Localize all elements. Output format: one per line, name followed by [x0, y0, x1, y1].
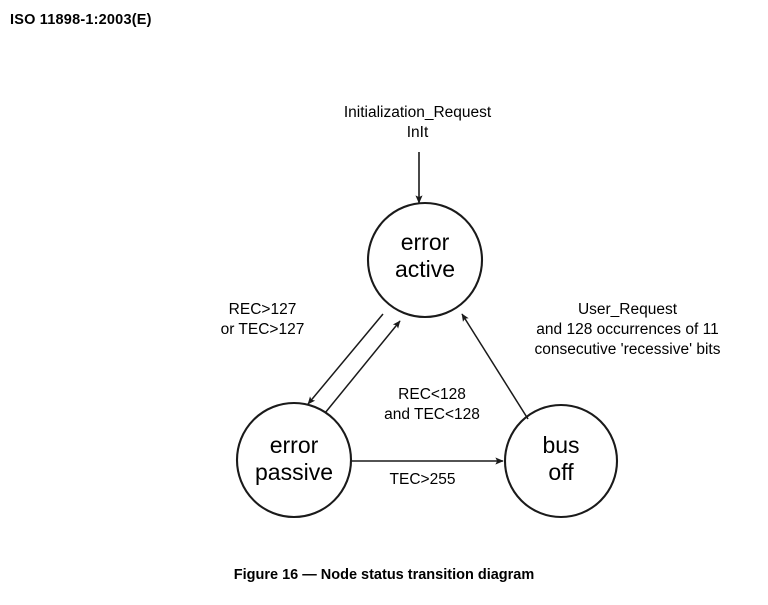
figure-caption: Figure 16 — Node status transition diagr… — [233, 567, 535, 583]
transition-label-passive-to-bus-off: TEC>255 — [355, 470, 490, 490]
transition-arrow-passive-to-active — [324, 320, 401, 414]
transition-label-passive-to-active-line2: and TEC<128 — [384, 405, 480, 423]
state-circle-bus-off — [503, 403, 619, 519]
transition-label-active-to-passive-line1: REC>127 — [228, 301, 297, 318]
transition-label-passive-to-bus-off-line1: TEC>255 — [389, 471, 456, 488]
transition-label-init: Initialization_Request InIt — [285, 103, 550, 143]
state-circle-error-passive — [235, 401, 353, 519]
transition-arrow-active-to-passive — [307, 313, 384, 405]
page-header-standard-reference: ISO 11898-1:2003(E) — [10, 12, 152, 28]
transition-label-bus-off-to-active-line3: consecutive 'recessive' bits — [534, 340, 721, 358]
state-label-bus-off-line2: off — [548, 459, 574, 486]
transition-label-bus-off-to-active-line2: and 128 occurrences of 11 — [536, 320, 719, 338]
transition-label-bus-off-to-active: User_Request and 128 occurrences of 11 c… — [495, 300, 760, 359]
state-label-error-passive-line2: passive — [255, 459, 333, 486]
state-label-error-active: error active — [368, 229, 482, 283]
transition-label-active-to-passive-line2: or TEC>127 — [220, 320, 305, 338]
state-label-error-active-line1: error — [400, 229, 450, 255]
state-label-error-passive-line1: error — [269, 432, 319, 458]
transition-arrow-bus-off-to-active — [461, 313, 529, 420]
state-label-error-active-line2: active — [394, 256, 456, 283]
state-label-bus-off-line1: bus — [542, 432, 580, 458]
transition-label-init-line1: Initialization_Request — [343, 104, 492, 121]
transition-label-active-to-passive: REC>127 or TEC>127 — [175, 300, 350, 340]
state-label-error-passive: error passive — [230, 432, 358, 486]
state-circle-error-active — [366, 201, 484, 319]
state-label-bus-off: bus off — [505, 432, 617, 486]
transition-label-passive-to-active-line1: REC<128 — [398, 386, 466, 403]
transition-label-bus-off-to-active-line1: User_Request — [577, 301, 678, 318]
transition-label-passive-to-active: REC<128 and TEC<128 — [352, 385, 512, 425]
transition-label-init-line2: InIt — [406, 123, 429, 141]
